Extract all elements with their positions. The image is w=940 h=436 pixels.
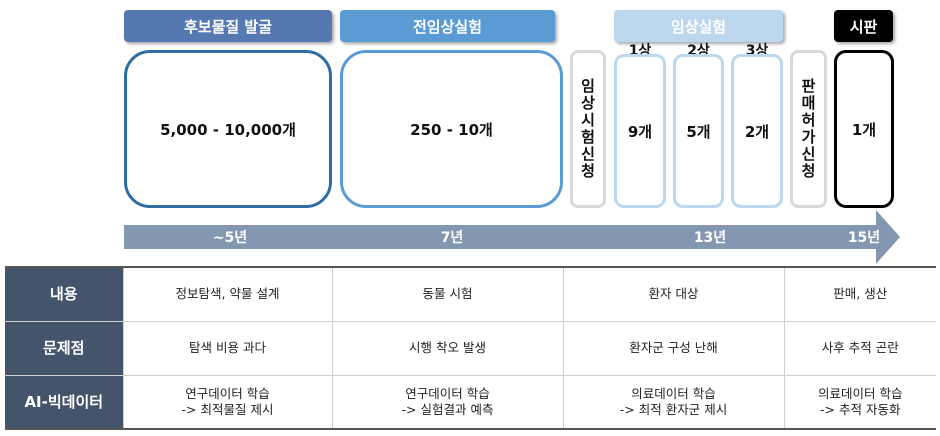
table-cell: 판매, 생산 xyxy=(783,266,936,322)
timeline-marker-13y: 13년 xyxy=(693,230,727,246)
table-cell: 환자군 구성 난해 xyxy=(562,320,785,376)
table-row-ai-bigdata: AI-빅데이터 연구데이터 학습-> 최적물질 제시 연구데이터 학습-> 실험… xyxy=(5,374,936,430)
table-cell: 연구데이터 학습-> 최적물질 제시 xyxy=(122,374,333,430)
phase-2-count: 5개 xyxy=(686,122,711,141)
row-header-problems: 문제점 xyxy=(5,320,124,376)
approval-application-box: 판매허가신청 xyxy=(790,50,827,208)
timeline-marker-5y: ~5년 xyxy=(212,230,248,246)
table-cell: 동물 시험 xyxy=(331,266,564,322)
phase-2-box: 5개 xyxy=(673,54,724,208)
table-cell: 의료데이터 학습-> 추적 자동화 xyxy=(783,374,936,430)
discovery-count-box: 5,000 - 10,000개 xyxy=(124,50,332,208)
preclinical-count: 250 - 10개 xyxy=(410,120,493,139)
table-cell: 환자 대상 xyxy=(562,266,785,322)
stage-header-clinical: 임상실험 xyxy=(614,10,783,42)
cell-line-1: 연구데이터 학습 xyxy=(405,385,490,401)
cell-line-1: 연구데이터 학습 xyxy=(185,385,270,401)
preclinical-count-box: 250 - 10개 xyxy=(340,50,563,208)
timeline-marker-15y: 15년 xyxy=(847,230,881,246)
stage-header-preclinical: 전임상실험 xyxy=(340,10,555,42)
timeline-marker-7y: 7년 xyxy=(440,230,464,246)
row-header-content: 내용 xyxy=(5,266,124,322)
stage-header-clinical-label: 임상실험 xyxy=(670,17,727,36)
cell-line-1: 의료데이터 학습 xyxy=(818,385,903,401)
table-cell: 정보탐색, 약물 설계 xyxy=(122,266,333,322)
table-cell: 사후 추적 곤란 xyxy=(783,320,936,376)
stage-header-market: 시판 xyxy=(834,10,893,42)
table-row-content: 내용 정보탐색, 약물 설계 동물 시험 환자 대상 판매, 생산 xyxy=(5,266,936,322)
table-cell: 의료데이터 학습-> 최적 환자군 제시 xyxy=(562,374,785,430)
market-count-box: 1개 xyxy=(834,50,894,208)
approval-application-label: 판매허가신청 xyxy=(799,78,817,180)
row-header-ai-bigdata: AI-빅데이터 xyxy=(5,374,124,430)
table-row-problems: 문제점 탐색 비용 과다 시행 착오 발생 환자군 구성 난해 사후 추적 곤란 xyxy=(5,320,936,376)
phase-1-count: 9개 xyxy=(627,122,653,141)
phase-1-box: 9개 xyxy=(614,54,666,208)
table-cell: 시행 착오 발생 xyxy=(331,320,564,376)
cell-line-1: 의료데이터 학습 xyxy=(631,385,716,401)
clinical-application-label: 임상시험신청 xyxy=(578,78,597,180)
stage-header-preclinical-label: 전임상실험 xyxy=(412,17,482,36)
clinical-application-box: 임상시험신청 xyxy=(570,50,606,208)
stage-header-discovery: 후보물질 발굴 xyxy=(124,10,332,42)
discovery-count: 5,000 - 10,000개 xyxy=(160,120,296,139)
table-cell: 탐색 비용 과다 xyxy=(122,320,333,376)
comparison-table: 내용 정보탐색, 약물 설계 동물 시험 환자 대상 판매, 생산 문제점 탐색… xyxy=(5,266,936,430)
phase-3-box: 2개 xyxy=(731,54,783,208)
phase-3-count: 2개 xyxy=(744,122,770,141)
timeline-arrow-icon xyxy=(124,210,900,264)
stage-header-market-label: 시판 xyxy=(849,17,878,36)
cell-line-2: -> 최적물질 제시 xyxy=(181,401,274,417)
stage-header-discovery-label: 후보물질 발굴 xyxy=(183,17,273,36)
cell-line-2: -> 실험결과 예측 xyxy=(401,401,494,417)
cell-line-2: -> 최적 환자군 제시 xyxy=(619,401,728,417)
market-count: 1개 xyxy=(851,120,877,139)
table-cell: 연구데이터 학습-> 실험결과 예측 xyxy=(331,374,564,430)
cell-line-2: -> 추적 자동화 xyxy=(820,401,901,417)
